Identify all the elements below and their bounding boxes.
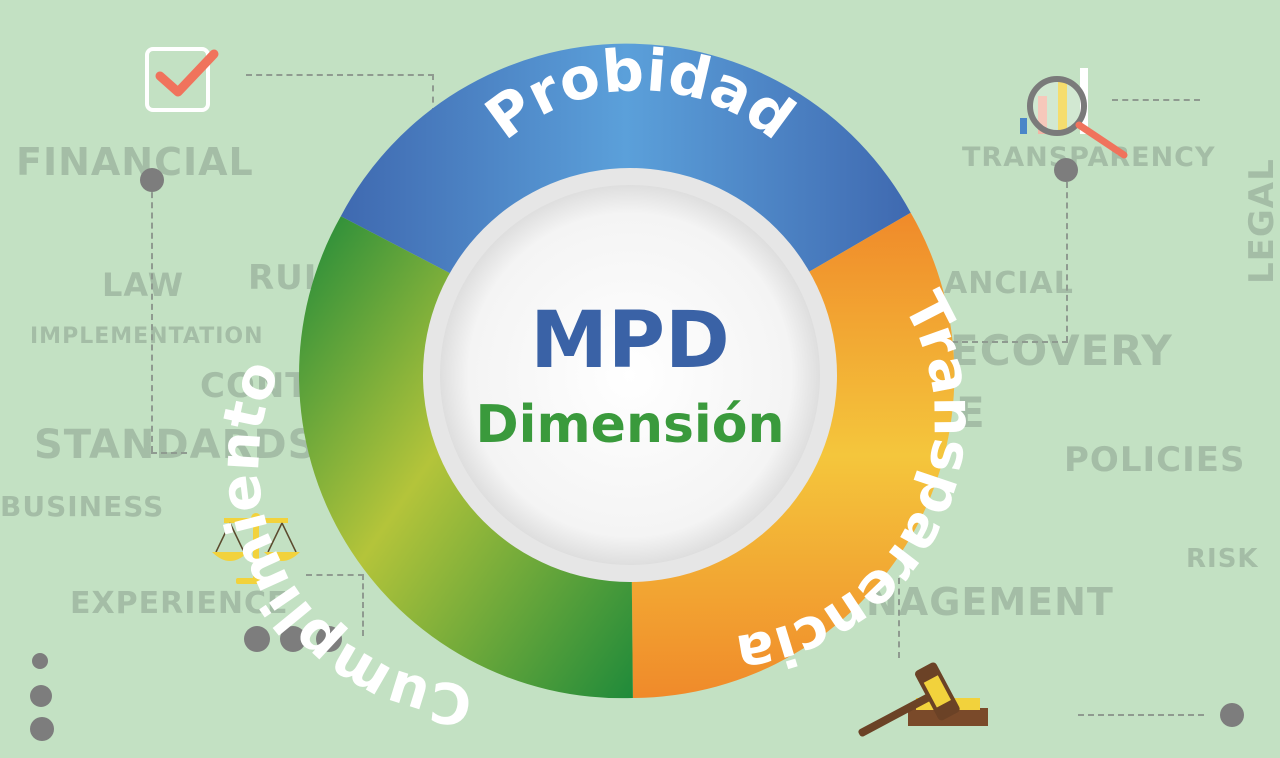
bg-word-law: LAW: [102, 266, 185, 304]
segment-transparencia: [631, 212, 955, 699]
connector-line: [246, 74, 434, 76]
connector-line: [952, 341, 1068, 343]
connector-line: [306, 574, 364, 576]
bg-word-standards: STANDARDS: [34, 422, 318, 468]
bg-word-financial: FINANCIAL: [16, 140, 254, 184]
connector-line: [1112, 99, 1200, 101]
vertical-dot: [30, 717, 54, 741]
ellipsis-dot: [244, 626, 270, 652]
ellipsis-dot: [280, 626, 306, 652]
connector-dot: [1220, 703, 1244, 727]
connector-dot: [140, 168, 164, 192]
center-title: MPD: [530, 296, 730, 386]
segment-cumplimiento: [299, 216, 633, 699]
bg-word-e: E: [956, 388, 986, 437]
segment-probidad: [340, 43, 911, 275]
vertical-dot: [32, 653, 48, 669]
connector-line: [362, 574, 364, 636]
bg-word-business: BUSINESS: [0, 490, 165, 523]
bg-word-ecovery: ECOVERY: [950, 326, 1173, 375]
connector-dot: [1054, 158, 1078, 182]
bg-word-experience: EXPERIENCE: [70, 586, 289, 621]
bg-word-nagement: NAGEMENT: [866, 580, 1114, 624]
bg-word-implementation: IMPLEMENTATION: [30, 324, 264, 349]
connector-line: [1078, 714, 1204, 716]
bg-word-policies: POLICIES: [1064, 440, 1246, 480]
bg-word-ancial: ANCIAL: [944, 266, 1074, 301]
center-subtitle: Dimensión: [476, 395, 785, 455]
connector-line: [432, 74, 434, 114]
connector-line: [898, 578, 900, 658]
bg-word-cont: CONT: [200, 366, 310, 406]
connector-line: [1066, 182, 1068, 342]
connector-line: [151, 182, 153, 452]
vertical-dot: [30, 685, 52, 707]
bg-word-risk: RISK: [1186, 544, 1259, 574]
ellipsis-dot: [316, 626, 342, 652]
connector-line: [151, 452, 187, 454]
